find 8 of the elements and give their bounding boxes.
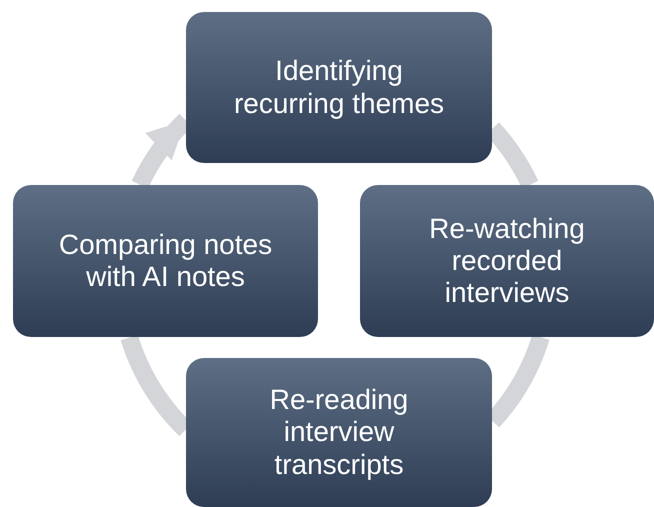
process-box [13, 185, 318, 337]
step-label: Identifying recurring themes [232, 55, 446, 120]
process-box [360, 185, 654, 337]
step-label: Re-watching recorded interviews [428, 212, 586, 310]
process-box [186, 358, 492, 507]
process-box [186, 12, 492, 163]
step-label: Re-reading interview transcripts [268, 384, 410, 481]
step-label: Comparing notes with AI notes [58, 228, 274, 294]
